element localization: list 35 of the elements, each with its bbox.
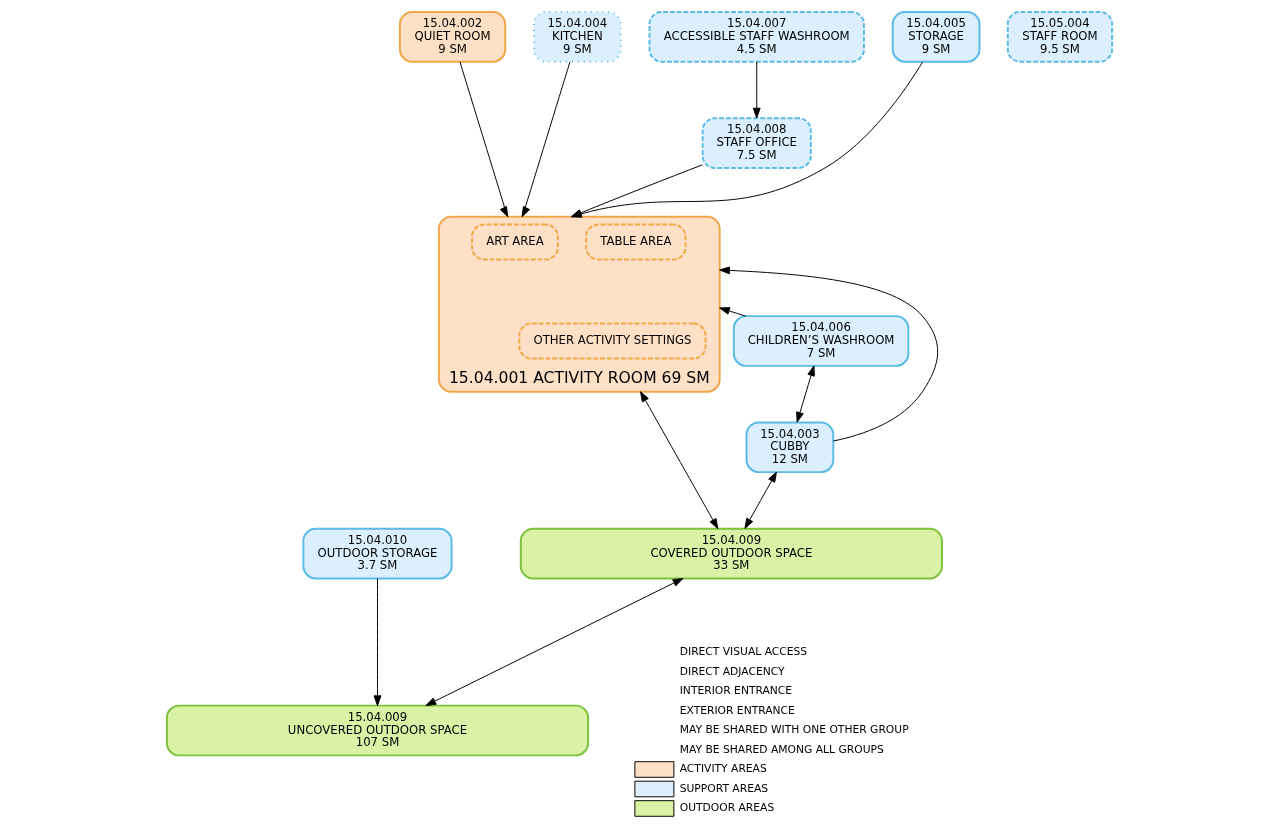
arrow (459, 61, 509, 218)
arrow (719, 266, 939, 442)
arrow (571, 61, 924, 218)
legend-label: EXTERIOR ENTRANCE (679, 703, 795, 717)
arrow (640, 391, 719, 530)
node-box: 15.04.008 STAFF OFFICE 7.5 SM (701, 117, 812, 169)
node-box: 15.04.007 ACCESSIBLE STAFF WASHROOM 4.5 SM (648, 11, 865, 63)
arrow (719, 307, 747, 317)
node-box: OTHER ACTIVITY SETTINGS (518, 322, 707, 360)
node-box: TABLE AREA (585, 223, 687, 261)
node-box: 15.04.003 CUBBY 12 SM (745, 421, 835, 474)
arrow (521, 61, 571, 218)
arrow (796, 365, 815, 423)
node-box: 15.04.005 STORAGE 9 SM (891, 11, 981, 63)
node-box: 15.04.009 COVERED OUTDOOR SPACE 33 SM (519, 527, 943, 580)
legend-label: DIRECT VISUAL ACCESS (679, 645, 808, 659)
node-box: 15.04.004 KITCHEN 9 SM (533, 11, 622, 63)
node-box: 15.04.010 OUTDOOR STORAGE 3.7 SM (302, 527, 453, 580)
arrow (744, 471, 777, 529)
node-box: 15.04.009 UNCOVERED OUTDOOR SPACE 107 SM (165, 704, 590, 757)
node-box: ART AREA (471, 223, 559, 261)
arrow (571, 164, 703, 218)
legend-label: INTERIOR ENTRANCE (679, 684, 793, 698)
legend-label: MAY BE SHARED WITH ONE OTHER GROUP (679, 723, 909, 737)
legend-label: ACTIVITY AREAS (679, 762, 767, 776)
arrow (425, 578, 684, 707)
node-box: 15.05.004 STAFF ROOM 9.5 SM (1006, 11, 1114, 63)
node-box: 15.04.002 QUIET ROOM 9 SM (398, 11, 507, 63)
arrow (373, 578, 382, 707)
legend-label: SUPPORT AREAS (679, 781, 769, 795)
legend-label: MAY BE SHARED AMONG ALL GROUPS (679, 742, 884, 756)
legend-label: OUTDOOR AREAS (679, 801, 775, 815)
node-box: 15.04.006 CHILDREN’S WASHROOM 7 SM (732, 315, 910, 367)
legend-label: DIRECT ADJACENCY (679, 664, 785, 678)
arrow (752, 61, 761, 119)
